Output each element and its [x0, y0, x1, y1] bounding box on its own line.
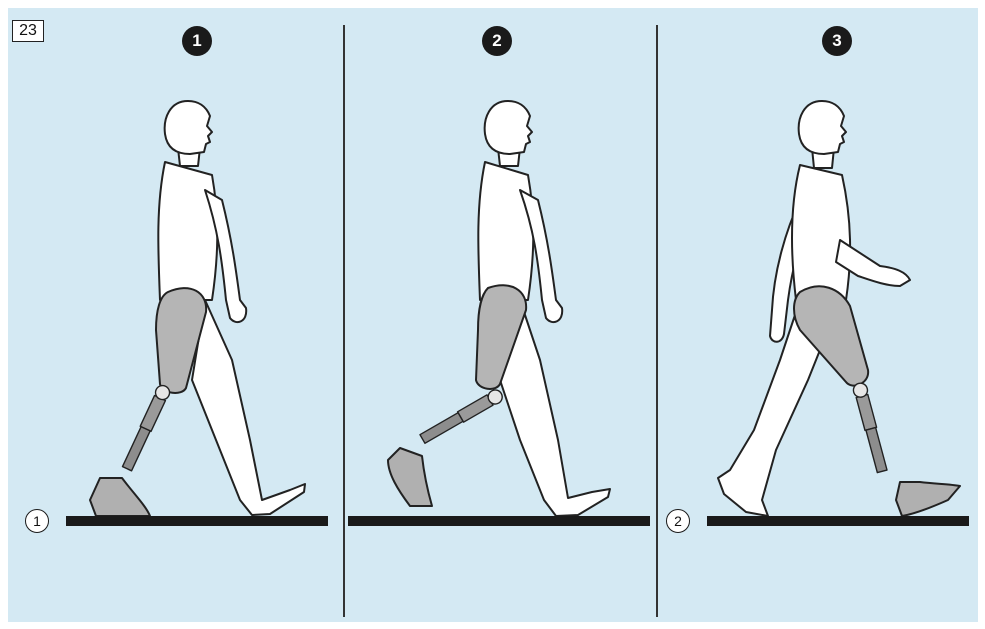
- figure-1: [90, 101, 305, 516]
- ground-marker-1: 1: [25, 509, 49, 533]
- ground-marker-2: 2: [666, 509, 690, 533]
- figure-3: [718, 101, 960, 516]
- ground-line-1: [66, 516, 328, 526]
- ground-line-2: [348, 516, 650, 526]
- figure-2: [388, 101, 610, 516]
- ground-line-3: [707, 516, 969, 526]
